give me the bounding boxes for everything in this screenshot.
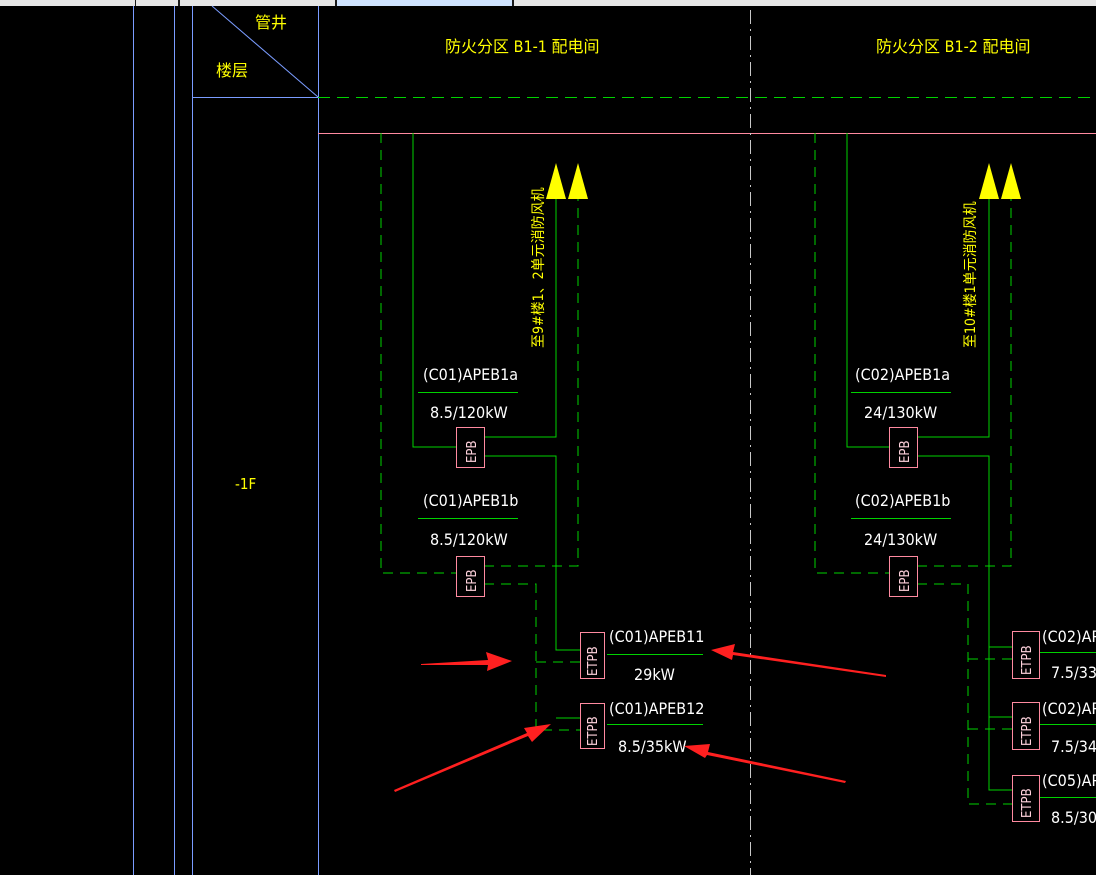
right-apeb1b-power: 24/130kW xyxy=(864,530,937,549)
left-up-arrowhead-1 xyxy=(546,163,566,199)
left-riser-solid xyxy=(412,133,456,448)
header-diagonal xyxy=(211,5,319,98)
left-apeb1a-name: (C01)APEB1a xyxy=(423,365,518,384)
right-apeb1a-power: 24/130kW xyxy=(864,403,937,422)
right-wires xyxy=(814,133,1012,805)
right-out-1a-bottom xyxy=(917,455,1012,791)
right-row2-name: (C02)AP xyxy=(1042,699,1096,718)
zone-2-title: 防火分区 B1-2 配电间 xyxy=(876,37,1031,56)
right-apeb1a-box-label: EPB xyxy=(898,441,913,463)
right-row3-name: (C05)AP xyxy=(1042,771,1096,790)
red-arrow-1 xyxy=(421,652,512,671)
right-apeb1b-box xyxy=(889,556,918,597)
red-arrow-2 xyxy=(711,644,886,677)
left-apeb12-box-label: ETPB xyxy=(586,716,601,746)
right-out-1a-top xyxy=(917,198,990,438)
right-riser-solid xyxy=(846,133,889,448)
right-row1-power: 7.5/33 xyxy=(1051,663,1096,682)
right-apeb1a-name: (C02)APEB1a xyxy=(855,365,950,384)
right-row1-box-label: ETPB xyxy=(1020,645,1035,675)
floor-label: 楼层 xyxy=(216,61,248,80)
left-apeb1a-box-label: EPB xyxy=(465,441,480,463)
annotation-arrows xyxy=(394,644,886,792)
left-apeb11-box xyxy=(580,632,605,679)
left-riser-note: 至9#楼1、2单元消防风机 xyxy=(531,187,547,348)
left-apeb1b-box-label: EPB xyxy=(465,570,480,592)
right-row1-box xyxy=(1012,631,1040,679)
right-row3-box xyxy=(1012,775,1040,822)
red-arrow-3 xyxy=(394,724,551,792)
left-apeb12-power: 8.5/35kW xyxy=(618,737,687,756)
left-out-1a-top xyxy=(484,198,557,438)
left-apeb12-name: (C01)APEB12 xyxy=(609,699,704,718)
right-apeb1b-name: (C02)APEB1b xyxy=(855,491,950,510)
right-out-1b-bottom xyxy=(917,583,1012,805)
left-group: 至9#楼1、2单元消防风机 (C01)APEB1a 8.5/120kW EPB … xyxy=(380,133,704,756)
left-apeb11-name: (C01)APEB11 xyxy=(609,627,704,646)
right-out-1b-top xyxy=(917,198,1012,567)
right-row1-name: (C02)AP xyxy=(1042,627,1096,646)
right-row3-box-label: ETPB xyxy=(1020,788,1035,818)
left-apeb1a-power: 8.5/120kW xyxy=(430,403,508,422)
zone-1-title: 防火分区 B1-1 配电间 xyxy=(445,37,600,56)
left-apeb12-box xyxy=(580,703,605,749)
left-out-1a-bottom xyxy=(484,455,580,651)
left-apeb1a-box xyxy=(456,427,485,468)
left-apeb1b-power: 8.5/120kW xyxy=(430,530,508,549)
left-out-1b-bottom xyxy=(484,583,580,731)
left-apeb1b-box xyxy=(456,556,485,597)
right-row2-power: 7.5/34 xyxy=(1051,737,1096,756)
left-up-arrowhead-2 xyxy=(568,163,588,199)
right-up-arrowhead-2 xyxy=(1001,163,1021,199)
right-row2-box-label: ETPB xyxy=(1020,716,1035,746)
floor-value: -1F xyxy=(235,475,256,493)
right-up-arrowhead-1 xyxy=(979,163,999,199)
right-riser-note: 至10#楼1单元消防风机 xyxy=(963,201,979,348)
right-group: 至10#楼1单元消防风机 (C02)APEB1a 24/130kW EPB (C… xyxy=(814,133,1096,827)
left-wires xyxy=(380,133,580,731)
left-apeb11-box-label: ETPB xyxy=(586,646,601,676)
left-apeb1b-name: (C01)APEB1b xyxy=(423,491,518,510)
table-frame xyxy=(133,5,319,875)
right-apeb1b-box-label: EPB xyxy=(898,570,913,592)
right-apeb1a-box xyxy=(889,427,918,468)
left-apeb11-power: 29kW xyxy=(634,665,675,684)
shaft-label: 管井 xyxy=(255,13,287,32)
right-row3-power: 8.5/30 xyxy=(1051,808,1096,827)
red-arrow-4 xyxy=(684,744,846,783)
top-strip xyxy=(0,0,1096,6)
left-out-1b-top xyxy=(484,198,579,567)
right-row2-box xyxy=(1012,702,1040,750)
